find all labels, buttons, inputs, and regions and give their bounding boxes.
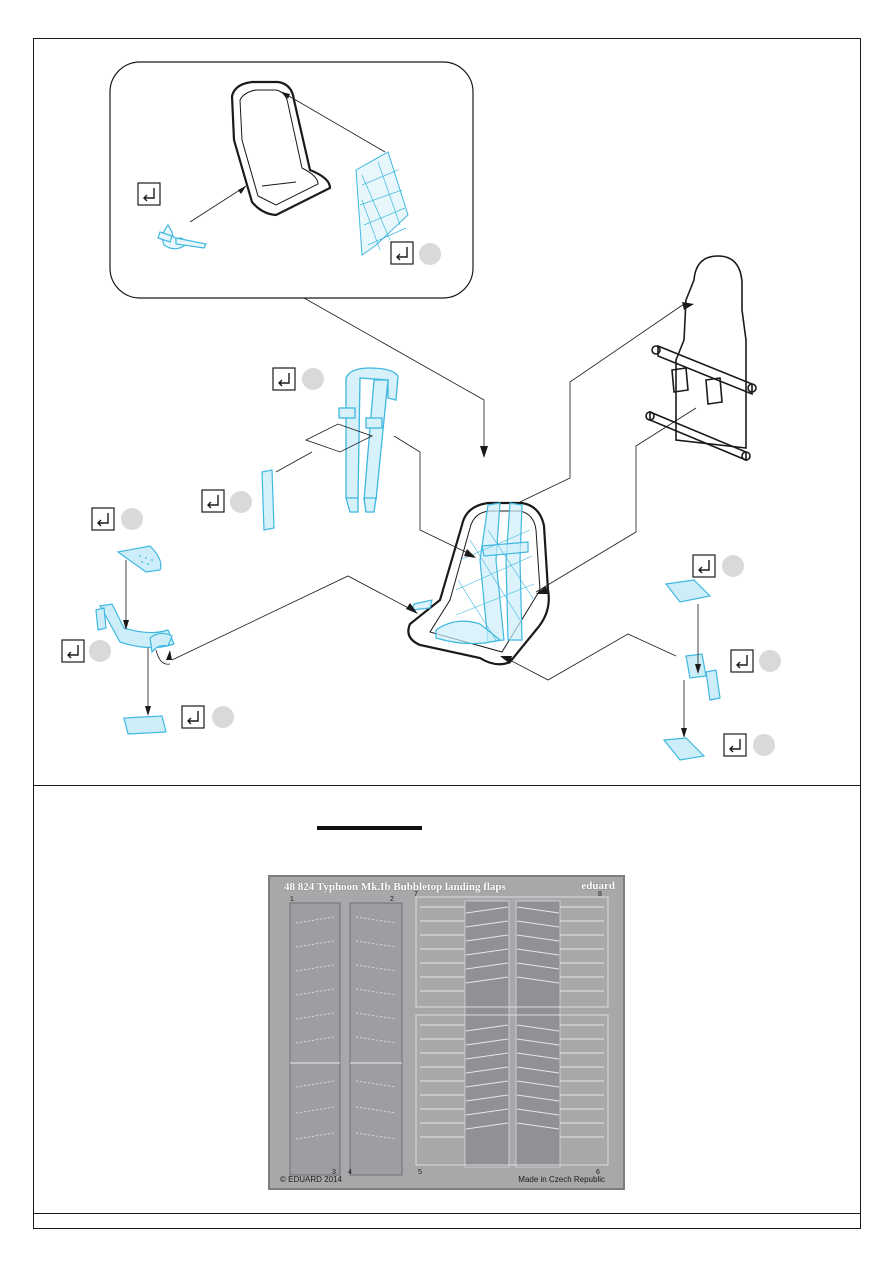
right-pedal-pe (662, 579, 721, 761)
fret-brand: eduard (581, 880, 615, 892)
inset-foot-pe (157, 223, 207, 250)
inset-cushion-pe (355, 151, 409, 256)
belt-pe (338, 367, 399, 513)
part-number: 4 (348, 1169, 352, 1176)
bend-arrow-glyphs (67, 188, 748, 753)
part-number: 5 (418, 1169, 422, 1176)
part-number: 3 (332, 1169, 336, 1176)
inset-box (109, 61, 474, 299)
part-number: 1 (290, 896, 294, 903)
part-number: 8 (598, 891, 602, 898)
belt-strap-pe (261, 469, 275, 531)
fret-parts (289, 896, 609, 1176)
numbered-circle-icon (89, 243, 781, 756)
main-seat-pe (411, 502, 529, 645)
part-number: 2 (390, 896, 394, 903)
pedal-dots (139, 555, 153, 565)
fret-copyright: © EDUARD 2014 (280, 1175, 342, 1184)
fret-title: 48 824 Typhoon Mk.Ib Bubbletop landing f… (284, 881, 506, 893)
photo-etched-fret: 48 824 Typhoon Mk.Ib Bubbletop landing f… (268, 875, 625, 1190)
main-seat-cushion (455, 529, 535, 641)
armour-plate-drawing (645, 255, 757, 462)
page-frame (33, 38, 861, 1229)
fret-made-in: Made in Czech Republic (518, 1175, 605, 1184)
part-number: 6 (596, 1169, 600, 1176)
left-pedal-pe (95, 545, 175, 735)
bend-arrow-icon (61, 182, 754, 757)
part-number: 7 (414, 891, 418, 898)
leader-lines (171, 297, 697, 681)
main-seat-drawing (407, 501, 550, 666)
inset-seat-drawing (230, 80, 332, 217)
footer-divider (33, 1213, 861, 1214)
leader-arrowheads (406, 302, 694, 664)
section-title-bar (317, 826, 422, 830)
section-divider (33, 785, 861, 786)
